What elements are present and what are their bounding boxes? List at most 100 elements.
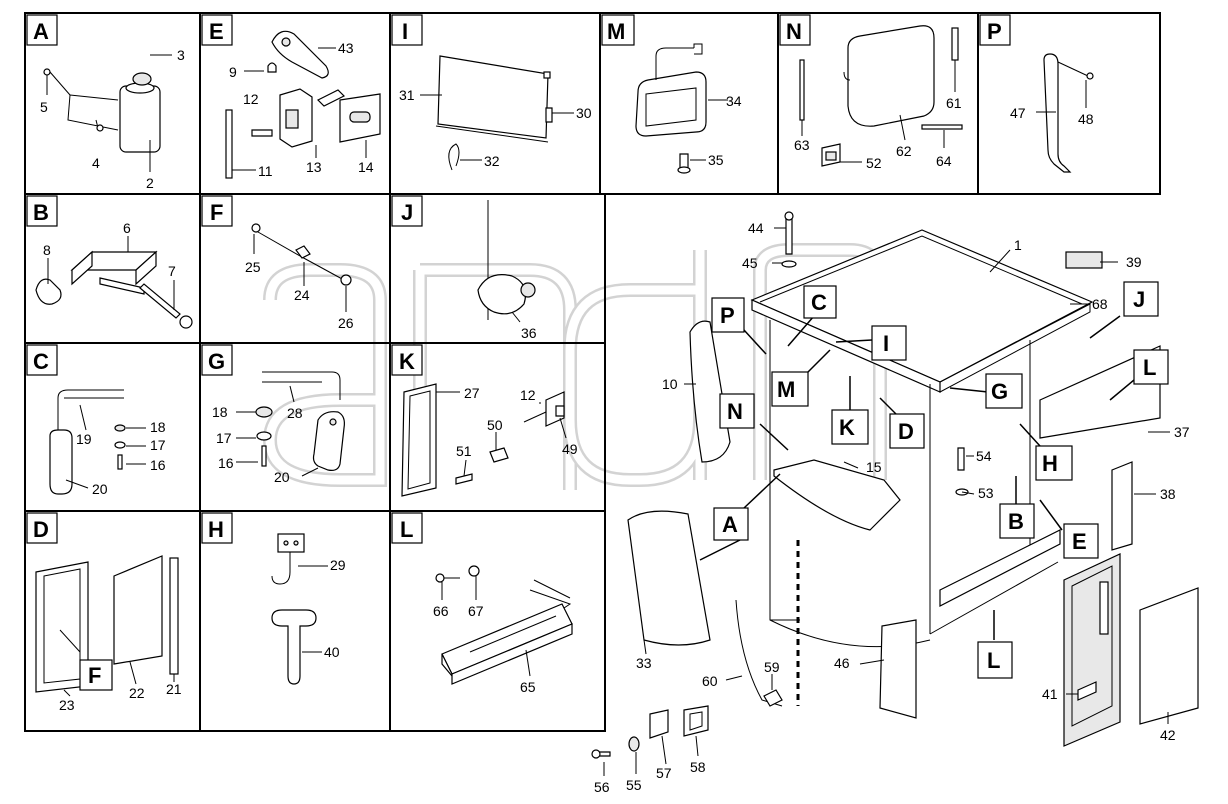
panel-n-parts: 61 63 62 64 52 [794, 25, 963, 171]
svg-text:J: J [401, 200, 413, 225]
svg-text:51: 51 [456, 443, 472, 459]
svg-text:D: D [33, 517, 49, 542]
svg-text:37: 37 [1174, 424, 1190, 440]
panel-grid [24, 12, 1161, 732]
svg-text:13: 13 [306, 159, 322, 175]
panel-tag-E: E [201, 14, 233, 46]
panel-g-parts: 28 18 17 16 20 [212, 371, 345, 485]
main-callout-L-bottom: L [977, 641, 1013, 679]
svg-text:20: 20 [274, 469, 290, 485]
svg-text:H: H [1042, 451, 1058, 476]
main-callout-J: J [1123, 281, 1159, 317]
main-callout-M: M [771, 371, 809, 407]
panel-j-parts: 36 [477, 200, 537, 341]
svg-text:43: 43 [338, 40, 354, 56]
panel-tag-P: P [979, 14, 1011, 46]
svg-text:68: 68 [1092, 296, 1108, 312]
svg-text:M: M [607, 19, 625, 44]
panel-f-parts: 25 24 26 [245, 223, 354, 331]
panel-tag-A: A [26, 14, 58, 46]
svg-text:A: A [722, 512, 738, 537]
svg-text:24: 24 [294, 287, 310, 303]
svg-text:E: E [1072, 529, 1087, 554]
svg-text:41: 41 [1042, 686, 1058, 702]
svg-text:L: L [987, 648, 1000, 673]
svg-text:9: 9 [229, 64, 237, 80]
main-callout-A: A [713, 507, 749, 541]
main-callout-N: N [719, 393, 755, 429]
svg-text:22: 22 [129, 685, 145, 701]
svg-text:20: 20 [92, 481, 108, 497]
main-callout-E: E [1063, 523, 1099, 559]
main-callouts: P C I M K D N G J L H B E A L [711, 281, 1169, 679]
svg-text:35: 35 [708, 152, 724, 168]
svg-text:1: 1 [1014, 237, 1022, 253]
svg-text:27: 27 [464, 385, 480, 401]
main-callout-G: G [985, 373, 1023, 409]
panel-letters: A E I M N P B F J C G K D H L [26, 14, 1011, 544]
svg-text:40: 40 [324, 644, 340, 660]
svg-text:34: 34 [726, 93, 742, 109]
svg-text:62: 62 [896, 143, 912, 159]
svg-text:L: L [400, 517, 413, 542]
svg-text:61: 61 [946, 95, 962, 111]
panel-c-parts: 18 19 17 16 20 [49, 389, 166, 497]
svg-text:21: 21 [166, 681, 182, 697]
svg-text:7: 7 [168, 263, 176, 279]
panel-e-parts: 43 9 12 11 13 14 [225, 30, 381, 179]
svg-text:29: 29 [330, 557, 346, 573]
svg-text:H: H [208, 517, 224, 542]
svg-text:44: 44 [748, 220, 764, 236]
svg-text:J: J [1133, 287, 1145, 312]
svg-text:L: L [1143, 355, 1156, 380]
panel-m-parts: 34 35 [635, 43, 742, 174]
panel-tag-C: C [26, 344, 58, 376]
svg-text:N: N [727, 399, 743, 424]
svg-text:16: 16 [150, 457, 166, 473]
svg-text:25: 25 [245, 259, 261, 275]
svg-text:F: F [88, 663, 101, 688]
svg-text:12: 12 [520, 387, 536, 403]
svg-text:59: 59 [764, 659, 780, 675]
svg-text:14: 14 [358, 159, 374, 175]
svg-text:15: 15 [866, 459, 882, 475]
panel-k-parts: 27 12 50 51 49 [401, 383, 578, 497]
panel-tag-K: K [391, 344, 423, 376]
svg-text:G: G [991, 379, 1008, 404]
panel-tag-D: D [26, 512, 58, 544]
panel-p-parts: 47 48 [1010, 53, 1094, 173]
svg-text:53: 53 [978, 485, 994, 501]
panel-tag-L: L [391, 512, 423, 544]
panel-h-parts: 29 40 [271, 533, 346, 685]
panel-i-parts: 31 30 32 [399, 55, 592, 171]
panel-tag-N: N [779, 14, 811, 46]
svg-text:65: 65 [520, 679, 536, 695]
svg-text:23: 23 [59, 697, 75, 713]
main-callout-K: K [831, 409, 869, 445]
panel-a-parts: 3 5 4 2 [40, 47, 185, 191]
svg-text:D: D [898, 419, 914, 444]
svg-text:32: 32 [484, 153, 500, 169]
svg-text:M: M [777, 377, 795, 402]
svg-text:58: 58 [690, 759, 706, 775]
svg-text:42: 42 [1160, 727, 1176, 743]
svg-text:16: 16 [218, 455, 234, 471]
panel-l-parts: 66 67 65 [433, 565, 573, 695]
svg-text:45: 45 [742, 255, 758, 271]
panel-tag-G: G [201, 344, 233, 376]
svg-text:60: 60 [702, 673, 718, 689]
svg-text:63: 63 [794, 137, 810, 153]
svg-text:17: 17 [216, 430, 232, 446]
svg-text:67: 67 [468, 603, 484, 619]
svg-text:11: 11 [258, 163, 273, 179]
svg-text:30: 30 [576, 105, 592, 121]
main-callout-I: I [871, 325, 907, 361]
svg-text:49: 49 [562, 441, 578, 457]
svg-text:P: P [987, 19, 1002, 44]
callout-f-d: F [59, 629, 113, 691]
panel-b-parts: 6 8 7 [35, 220, 193, 329]
panel-tag-B: B [26, 195, 58, 227]
svg-text:36: 36 [521, 325, 537, 341]
cab-assembly [591, 211, 1199, 776]
